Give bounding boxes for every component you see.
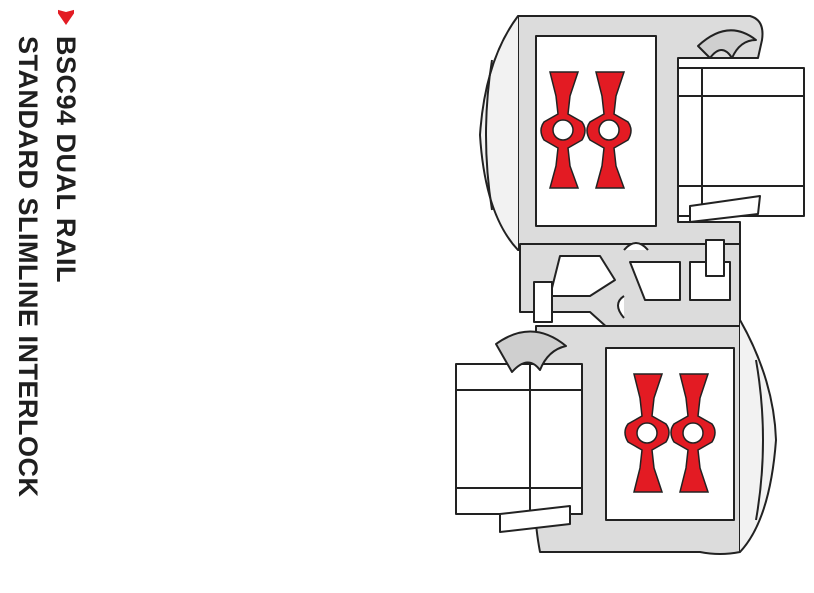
upper-brush-seal	[705, 239, 725, 277]
lower-top-seal	[495, 330, 567, 373]
title-block: BSC94 DUAL RAIL STANDARD SLIMLINE INTERL…	[0, 0, 90, 593]
upper-top-seal	[697, 29, 757, 59]
upper-gasket	[689, 195, 761, 223]
upper-glass	[677, 67, 805, 217]
product-title: BSC94 DUAL RAIL	[51, 36, 81, 284]
thermal-strut-4	[670, 373, 716, 493]
lower-brush-seal	[533, 281, 553, 323]
thermal-strut-1	[540, 71, 586, 189]
thermal-strut-2	[586, 71, 632, 189]
lower-glass	[455, 363, 583, 515]
lower-thermal-breks	[624, 373, 716, 493]
product-subtitle: STANDARD SLIMLINE INTERLOCK	[13, 36, 43, 498]
lower-gasket	[499, 505, 571, 533]
lower-trim	[739, 319, 777, 553]
thermal-strut-3	[624, 373, 670, 493]
chevron-down-icon	[58, 9, 74, 25]
upper-thermal-breaks	[540, 71, 632, 189]
interlock-cross-section-drawing	[455, 15, 805, 555]
